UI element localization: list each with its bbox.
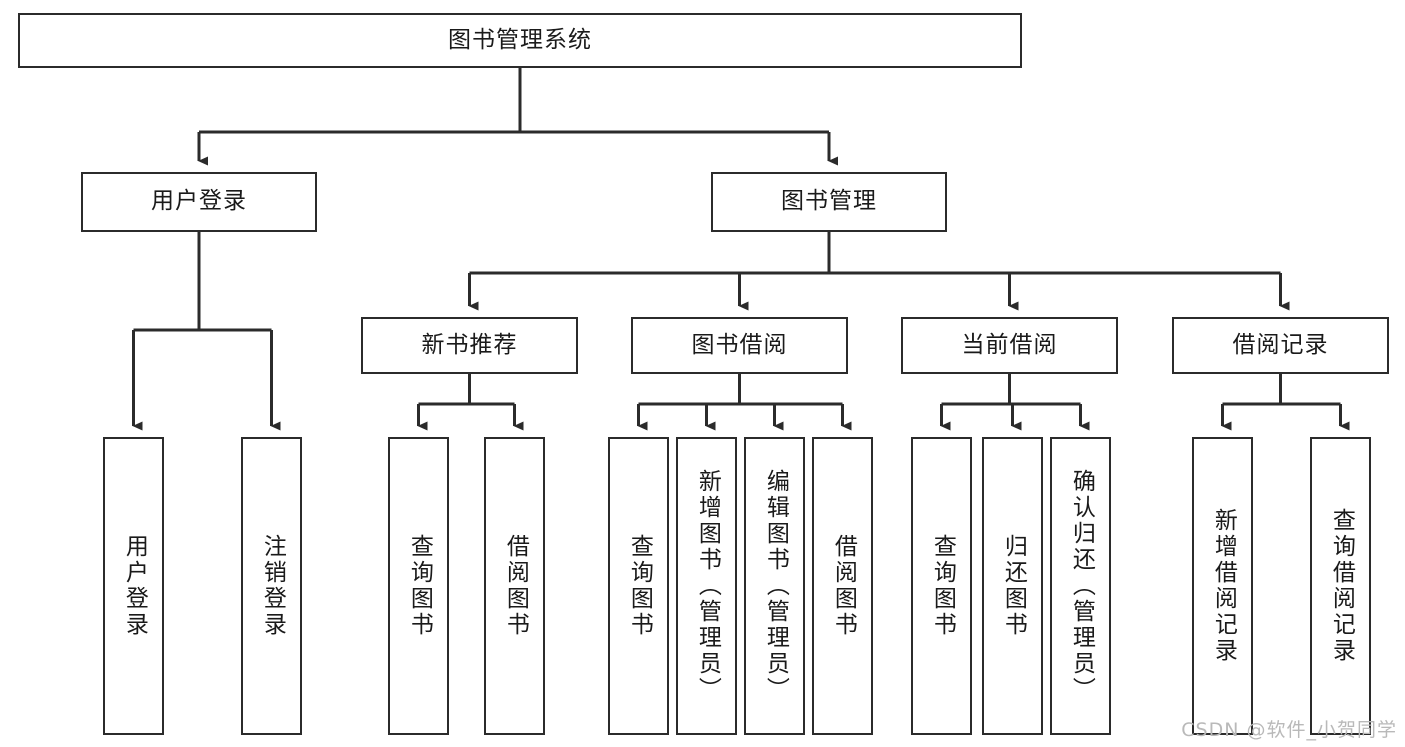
node-leaf-add-record-label: 新增借阅记录 [1210, 508, 1237, 664]
node-root[interactable]: 图书管理系统 [18, 13, 1022, 68]
node-current-borrow[interactable]: 当前借阅 [901, 317, 1118, 374]
node-user-login-label: 用户登录 [151, 188, 247, 215]
node-leaf-return-book-label: 归还图书 [1000, 534, 1027, 638]
node-user-login[interactable]: 用户登录 [81, 172, 317, 232]
node-leaf-add-book-admin-label: 新增图书（管理员） [694, 469, 721, 703]
node-leaf-add-record[interactable]: 新增借阅记录 [1192, 437, 1253, 735]
node-leaf-query-book-2[interactable]: 查询图书 [608, 437, 669, 735]
node-leaf-borrow-book-1-label: 借阅图书 [502, 534, 529, 638]
node-book-borrow-label: 图书借阅 [691, 331, 788, 358]
node-borrow-record-label: 借阅记录 [1232, 331, 1329, 358]
node-new-book-recommend-label: 新书推荐 [421, 331, 518, 358]
node-new-book-recommend[interactable]: 新书推荐 [361, 317, 578, 374]
node-leaf-query-book-1-label: 查询图书 [406, 534, 433, 638]
node-leaf-borrow-book-1[interactable]: 借阅图书 [484, 437, 545, 735]
node-leaf-borrow-book-2-label: 借阅图书 [830, 534, 857, 638]
node-leaf-query-book-2-label: 查询图书 [626, 534, 653, 638]
node-leaf-return-book[interactable]: 归还图书 [982, 437, 1043, 735]
node-leaf-edit-book-admin-label: 编辑图书（管理员） [762, 469, 789, 703]
node-leaf-query-book-1[interactable]: 查询图书 [388, 437, 449, 735]
node-leaf-query-book-3-label: 查询图书 [929, 534, 956, 638]
node-current-borrow-label: 当前借阅 [961, 331, 1058, 358]
csdn-watermark: CSDN @软件_小贺同学 [1181, 719, 1397, 741]
node-root-label: 图书管理系统 [448, 26, 592, 53]
node-leaf-borrow-book-2[interactable]: 借阅图书 [812, 437, 873, 735]
node-leaf-query-record[interactable]: 查询借阅记录 [1310, 437, 1371, 735]
node-book-borrow[interactable]: 图书借阅 [631, 317, 848, 374]
node-leaf-edit-book-admin[interactable]: 编辑图书（管理员） [744, 437, 805, 735]
node-leaf-logout[interactable]: 注销登录 [241, 437, 302, 735]
node-leaf-query-book-3[interactable]: 查询图书 [911, 437, 972, 735]
node-leaf-user-login[interactable]: 用户登录 [103, 437, 164, 735]
node-borrow-record[interactable]: 借阅记录 [1172, 317, 1389, 374]
node-book-manage-label: 图书管理 [781, 188, 877, 215]
node-leaf-user-login-label: 用户登录 [121, 534, 148, 638]
node-book-manage[interactable]: 图书管理 [711, 172, 947, 232]
node-leaf-logout-label: 注销登录 [259, 534, 286, 638]
node-leaf-add-book-admin[interactable]: 新增图书（管理员） [676, 437, 737, 735]
node-leaf-query-record-label: 查询借阅记录 [1328, 508, 1355, 664]
node-leaf-confirm-return-admin[interactable]: 确认归还（管理员） [1050, 437, 1111, 735]
node-leaf-confirm-return-admin-label: 确认归还（管理员） [1068, 469, 1095, 703]
